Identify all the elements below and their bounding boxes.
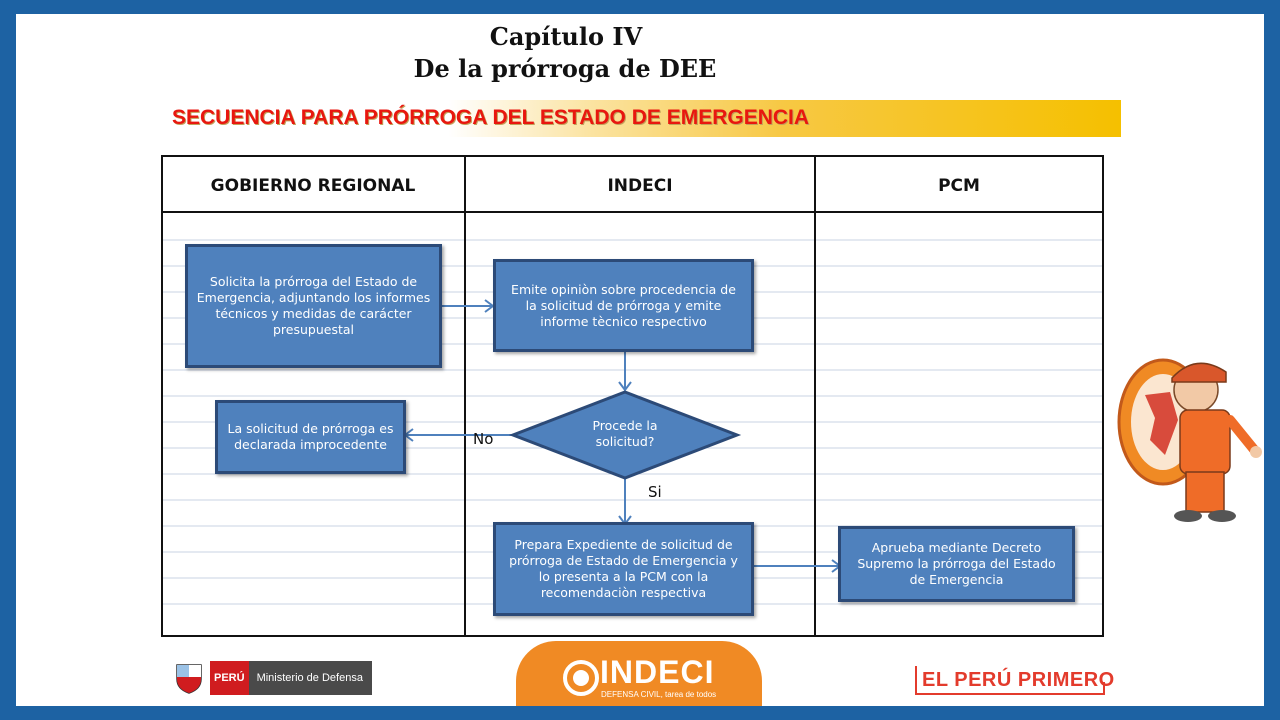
node-solicita-text: Solicita la prórroga del Estado de Emerg… <box>196 274 431 337</box>
node-emite-text: Emite opiniòn sobre procedencia de la so… <box>511 281 736 329</box>
peru-label: PERÚ <box>210 661 249 695</box>
mascot-illustration <box>1117 358 1262 522</box>
node-prepara-expediente: Prepara Expediente de solicitud de prórr… <box>493 522 754 616</box>
edge-label-no: No <box>473 430 494 448</box>
section-banner: SECUENCIA PARA PRÓRROGA DEL ESTADO DE EM… <box>160 100 1121 137</box>
lane-header-indeci: INDECI <box>607 176 672 196</box>
chapter-title: Capítulo IV <box>489 22 643 51</box>
banner-text: SECUENCIA PARA PRÓRROGA DEL ESTADO DE EM… <box>172 106 810 129</box>
node-improcedente: La solicitud de prórroga es declarada im… <box>215 400 406 474</box>
footer-border <box>16 706 1264 720</box>
indeci-logo-text: INDECI <box>600 654 715 690</box>
coat-of-arms-icon <box>176 664 202 694</box>
slogan-frame <box>915 666 1105 695</box>
node-aprueba-text: Aprueba mediante Decreto Supremo la prór… <box>857 540 1056 587</box>
arrowhead-procede <box>618 381 632 392</box>
lane-borders <box>161 155 1104 637</box>
indeci-emblem-icon <box>563 660 599 696</box>
ministry-logo: PERÚ Ministerio de Defensa <box>172 660 372 696</box>
node-prepara-text: Prepara Expediente de solicitud de prórr… <box>509 537 738 600</box>
node-aprueba-decreto: Aprueba mediante Decreto Supremo la prór… <box>838 526 1075 602</box>
connectors <box>403 299 842 573</box>
lane-header-pcm: PCM <box>938 176 980 196</box>
chapter-subtitle: De la prórroga de DEE <box>413 54 717 83</box>
node-solicita-prorroga: Solicita la prórroga del Estado de Emerg… <box>185 244 442 368</box>
lane-header-gobierno-regional: GOBIERNO REGIONAL <box>211 176 416 196</box>
indeci-tagline: DEFENSA CIVIL, tarea de todos <box>601 690 717 699</box>
node-improcedente-text: La solicitud de prórroga es declarada im… <box>227 421 394 452</box>
edge-label-si: Si <box>648 483 662 501</box>
decision-diamond <box>508 390 742 480</box>
ministry-label: Ministerio de Defensa <box>248 661 372 695</box>
decision-text: Procede la solicitud? <box>592 418 658 449</box>
node-emite-opinion: Emite opiniòn sobre procedencia de la so… <box>493 259 754 352</box>
slogan-text: EL PERÚ PRIMERO <box>922 669 1115 691</box>
